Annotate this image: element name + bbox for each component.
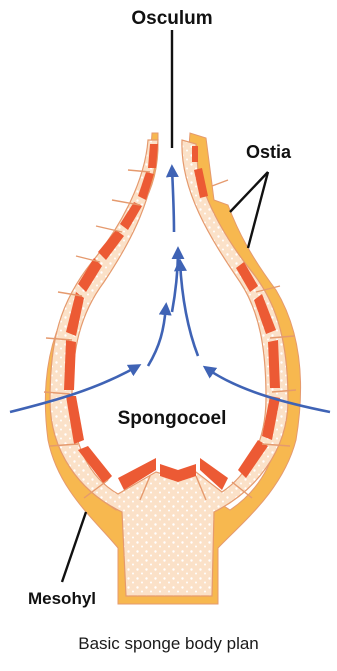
flow-arrow-right-upward [180,262,198,356]
osculum-label: Osculum [131,8,212,29]
mesohyl-leader-line [62,512,86,582]
figure-caption: Basic sponge body plan [0,634,337,654]
choanocyte-segment [64,340,76,390]
flow-arrow-center-upper [172,168,174,232]
spongocoel-label: Spongocoel [118,408,227,429]
choanocyte-segment [192,146,198,162]
flow-arrow-center-lower [172,250,178,312]
flow-arrow-left-upward [148,306,166,366]
choanocyte-segment [268,340,280,388]
mesohyl-layer [50,140,288,596]
ostia-label: Ostia [246,142,292,162]
mesohyl-label: Mesohyl [28,589,96,608]
